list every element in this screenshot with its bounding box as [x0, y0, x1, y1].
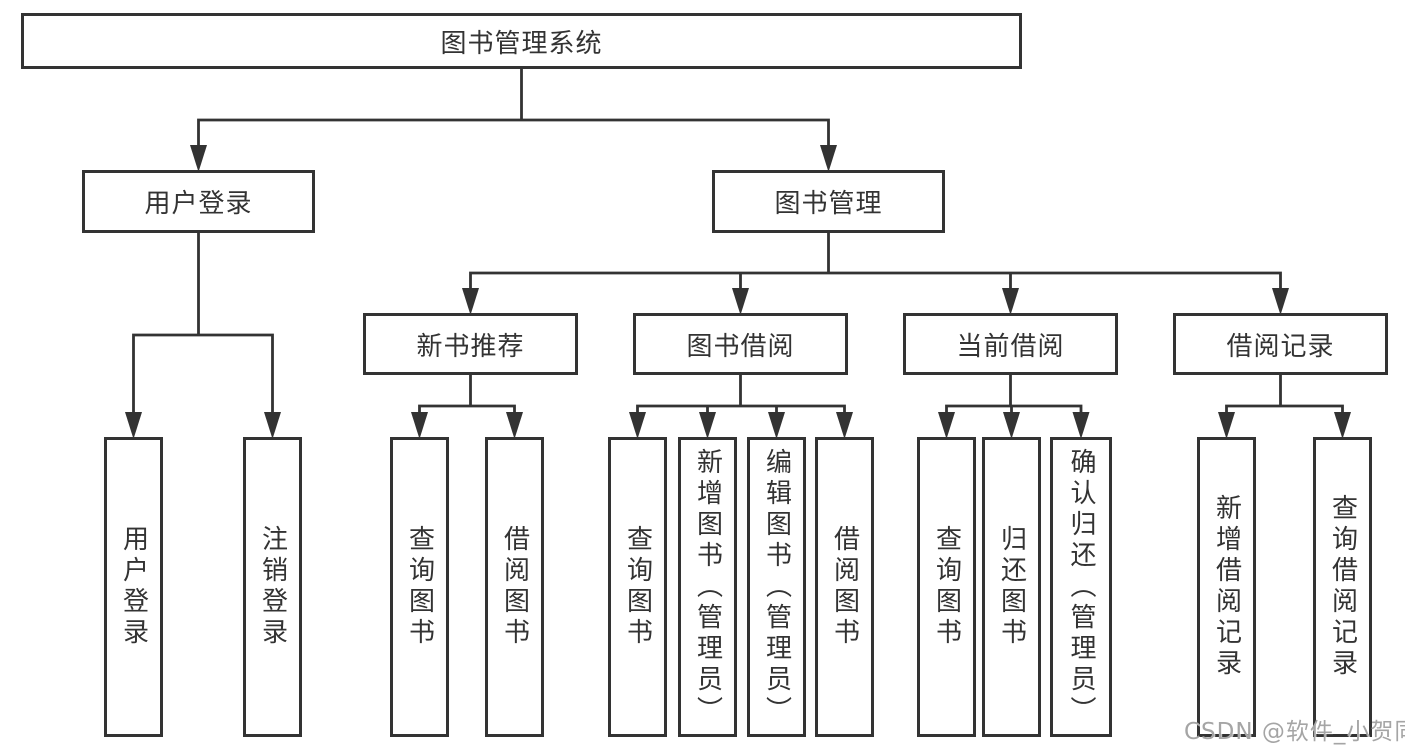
arrowhead-rec-query — [411, 412, 428, 439]
node-bb-edit: 编辑图书（管理员） — [747, 437, 806, 737]
arrowhead-login — [125, 412, 142, 439]
arrowhead-rec-borrow — [506, 412, 523, 439]
node-book-borrow: 图书借阅 — [633, 313, 848, 375]
connector-new-book-rec — [418, 373, 516, 420]
node-bb-query: 查询图书 — [608, 437, 667, 737]
node-label-borrow-records: 借阅记录 — [1226, 331, 1335, 362]
node-label-login: 用户登录 — [118, 525, 149, 649]
node-rec-query: 查询图书 — [390, 437, 449, 737]
arrowhead-current-borrow — [1002, 288, 1019, 315]
arrowhead-bb-edit — [768, 412, 785, 439]
node-label-rec-borrow: 借阅图书 — [499, 525, 530, 649]
connector-book-mgmt — [469, 231, 1282, 296]
node-book-mgmt: 图书管理 — [712, 170, 945, 233]
node-label-bb-query: 查询图书 — [622, 525, 653, 649]
node-bb-borrow: 借阅图书 — [815, 437, 874, 737]
arrowhead-bb-borrow — [836, 412, 853, 439]
node-label-new-book-rec: 新书推荐 — [416, 331, 525, 362]
connector-borrow-records — [1225, 373, 1344, 420]
arrowhead-bb-add — [699, 412, 716, 439]
node-cb-query: 查询图书 — [917, 437, 976, 737]
arrowhead-borrow-records — [1272, 288, 1289, 315]
node-user-login: 用户登录 — [82, 170, 315, 233]
node-label-book-mgmt: 图书管理 — [774, 189, 883, 219]
node-label-bb-add: 新增图书（管理员） — [692, 447, 723, 727]
node-cb-confirm: 确认归还（管理员） — [1050, 437, 1112, 737]
node-logout: 注销登录 — [243, 437, 302, 737]
node-label-logout: 注销登录 — [257, 525, 288, 649]
node-bb-add: 新增图书（管理员） — [678, 437, 737, 737]
node-root: 图书管理系统 — [21, 13, 1022, 69]
node-label-book-borrow: 图书借阅 — [686, 331, 795, 362]
node-login: 用户登录 — [104, 437, 163, 737]
node-br-query: 查询借阅记录 — [1313, 437, 1372, 737]
connector-root — [197, 67, 830, 153]
node-cb-return: 归还图书 — [982, 437, 1041, 737]
node-label-cb-confirm: 确认归还（管理员） — [1066, 447, 1096, 727]
node-label-current-borrow: 当前借阅 — [956, 331, 1065, 362]
arrowhead-cb-query — [938, 412, 955, 439]
node-label-bb-edit: 编辑图书（管理员） — [761, 447, 792, 727]
arrowhead-logout — [264, 412, 281, 439]
watermark-text: CSDN @软件_小贺同学 — [1184, 719, 1405, 745]
arrowhead-br-query — [1334, 412, 1351, 439]
arrowhead-bb-query — [629, 412, 646, 439]
node-label-cb-query: 查询图书 — [931, 525, 962, 649]
arrowhead-new-book-rec — [462, 288, 479, 315]
connector-user-login — [132, 231, 274, 420]
arrowhead-book-borrow — [732, 288, 749, 315]
arrowhead-cb-return — [1003, 412, 1020, 439]
node-label-root: 图书管理系统 — [440, 28, 603, 59]
node-borrow-records: 借阅记录 — [1173, 313, 1388, 375]
node-label-br-query: 查询借阅记录 — [1327, 494, 1358, 680]
node-new-book-rec: 新书推荐 — [363, 313, 578, 375]
node-rec-borrow: 借阅图书 — [485, 437, 544, 737]
node-label-user-login: 用户登录 — [144, 189, 253, 219]
arrowhead-user-login — [190, 145, 207, 172]
arrowhead-cb-confirm — [1072, 412, 1090, 439]
node-label-bb-borrow: 借阅图书 — [829, 525, 860, 649]
arrowhead-br-add — [1218, 412, 1235, 439]
node-label-cb-return: 归还图书 — [996, 525, 1027, 649]
node-label-br-add: 新增借阅记录 — [1211, 494, 1242, 680]
node-current-borrow: 当前借阅 — [903, 313, 1118, 375]
node-br-add: 新增借阅记录 — [1197, 437, 1256, 737]
node-label-rec-query: 查询图书 — [404, 525, 435, 649]
arrowhead-book-mgmt — [820, 145, 837, 172]
